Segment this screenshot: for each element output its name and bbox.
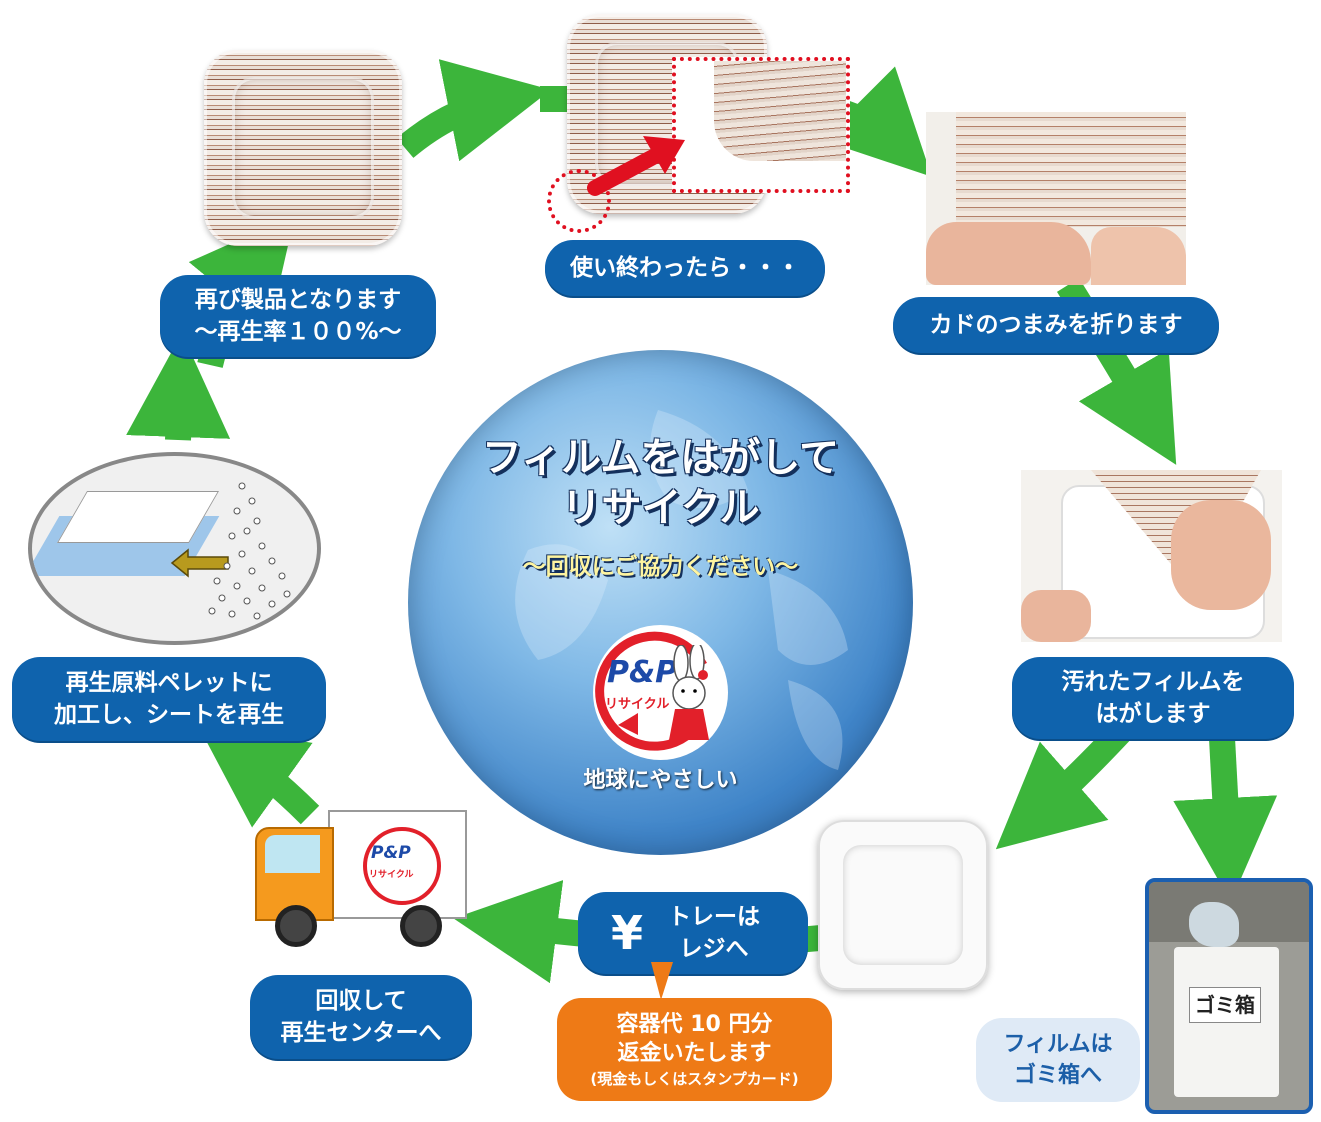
recycle-truck: P&P リサイクル bbox=[250, 805, 467, 955]
arrow-peel-to-white-tray bbox=[995, 723, 1130, 850]
step-used-line1: 使い終わったら・・・ bbox=[570, 255, 800, 281]
rabbit-mascot-icon bbox=[669, 645, 709, 740]
pp-logo-sub: リサイクル bbox=[605, 697, 670, 712]
step-collect-line2: 再生センターへ bbox=[280, 1020, 442, 1046]
step-peel-label: 汚れたフィルムを はがします bbox=[1012, 657, 1294, 739]
step-collect-label: 回収して 再生センターへ bbox=[250, 975, 472, 1059]
arrow-truck-to-pellet bbox=[197, 724, 320, 828]
arrow-pellet-to-product bbox=[126, 333, 231, 441]
red-pointer-arrow bbox=[587, 136, 685, 196]
step-product-line2: 〜再生率１００%〜 bbox=[194, 319, 402, 345]
step-register-line1: トレーは bbox=[668, 904, 760, 930]
yen-icon: ¥ bbox=[610, 906, 643, 960]
zoom-highlight-box bbox=[672, 57, 850, 193]
globe-title-line1: フィルムをはがして bbox=[481, 435, 840, 481]
trash-bin-photo: ゴミ箱 bbox=[1145, 878, 1313, 1114]
truck-wheel-rear bbox=[400, 905, 442, 947]
recycle-arrow-icon bbox=[595, 631, 707, 751]
step-product-line1: 再び製品となります bbox=[194, 287, 402, 313]
trash-bin: ゴミ箱 bbox=[1174, 947, 1279, 1097]
step-fold-label: カドのつまみを折ります bbox=[893, 297, 1219, 353]
step-trash-line2: ゴミ箱へ bbox=[1013, 1063, 1102, 1088]
globe-title-line2: リサイクル bbox=[561, 485, 760, 531]
step-product-label: 再び製品となります 〜再生率１００%〜 bbox=[160, 275, 436, 357]
speech-tail bbox=[651, 962, 673, 1000]
step-refund-line3: (現金もしくはスタンプカード) bbox=[590, 1069, 799, 1088]
step-used-label: 使い終わったら・・・ bbox=[545, 240, 825, 296]
step-pellet-line1: 再生原料ペレットに bbox=[65, 670, 273, 696]
truck-logo-sub: リサイクル bbox=[369, 870, 414, 880]
step-register-line2: レジへ bbox=[679, 936, 749, 962]
truck-window bbox=[265, 835, 320, 873]
recycled-tray-image bbox=[204, 50, 402, 246]
step-refund-line2: 返金いたします bbox=[617, 1040, 772, 1066]
step-peel-line1: 汚れたフィルムを bbox=[1061, 669, 1245, 695]
fold-corner-photo bbox=[926, 112, 1186, 285]
step-peel-line2: はがします bbox=[1095, 701, 1211, 727]
arrow-product-to-used bbox=[396, 59, 551, 162]
peel-film-photo bbox=[1021, 470, 1282, 642]
peeled-corner-image bbox=[714, 61, 846, 161]
step-pellet-label: 再生原料ペレットに 加工し、シートを再生 bbox=[12, 657, 326, 741]
globe-subtitle: 〜回収にご協力ください〜 bbox=[522, 554, 799, 580]
truck-logo: P&P リサイクル bbox=[363, 827, 441, 905]
step-fold-line1: カドのつまみを折ります bbox=[929, 312, 1183, 338]
film-piece-image bbox=[1189, 902, 1239, 947]
clean-tray-image bbox=[818, 820, 988, 990]
pellet-sheet-illustration bbox=[28, 452, 321, 645]
step-refund-label: 容器代 10 円分 返金いたします (現金もしくはスタンプカード) bbox=[557, 998, 832, 1101]
step-refund-line1: 容器代 10 円分 bbox=[616, 1011, 773, 1037]
step-collect-line1: 回収して bbox=[315, 988, 407, 1014]
corner-tab-highlight bbox=[547, 169, 611, 233]
trash-bin-label: ゴミ箱 bbox=[1189, 987, 1261, 1023]
pp-logo-text: P&P bbox=[607, 655, 678, 690]
continent-shapes bbox=[515, 410, 848, 770]
globe: フィルムをはがして リサイクル 〜回収にご協力ください〜 P&P リサイクル 地… bbox=[408, 350, 913, 855]
hand-image bbox=[1171, 500, 1271, 610]
step-trash-label: フィルムは ゴミ箱へ bbox=[976, 1018, 1140, 1102]
step-pellet-line2: 加工し、シートを再生 bbox=[54, 702, 284, 728]
pp-recycle-logo: P&P リサイクル bbox=[593, 625, 728, 760]
step-register-label: ¥ トレーは レジへ bbox=[578, 892, 808, 974]
truck-logo-text: P&P bbox=[371, 843, 411, 863]
pellets-icon bbox=[208, 482, 301, 622]
hand-image bbox=[926, 222, 1091, 285]
truck-wheel-front bbox=[275, 905, 317, 947]
step-trash-line1: フィルムは bbox=[1003, 1032, 1113, 1057]
arrow-peel-to-trash bbox=[1173, 737, 1278, 902]
globe-tagline: 地球にやさしい bbox=[583, 768, 738, 793]
